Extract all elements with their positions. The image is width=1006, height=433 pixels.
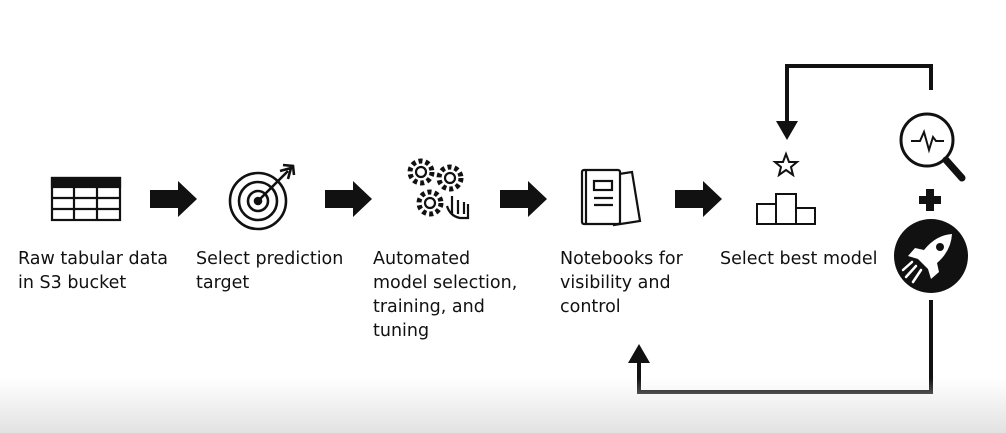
step-label-best-model: Select best model: [720, 249, 878, 269]
flow-arrow-1: [150, 181, 197, 217]
step-label-raw-data: Raw tabular data in S3 bucket: [18, 249, 168, 293]
loop-arrowhead-top: [776, 121, 798, 140]
gears-icon: [407, 158, 470, 220]
step-label-automated-selection: Automated model selection, training, and…: [373, 249, 518, 341]
monitor-magnifier-icon: [899, 112, 966, 182]
notebooks-icon: [580, 168, 642, 227]
table-icon: [50, 176, 122, 222]
step-label-notebooks: Notebooks for visibility and control: [560, 249, 683, 317]
flow-arrow-2: [325, 181, 372, 217]
feedback-loop-top: [785, 64, 933, 123]
flow-arrow-4: [675, 181, 722, 217]
rocket-icon: [894, 219, 968, 293]
loop-arrowhead-bottom: [628, 344, 650, 363]
plus-icon: [919, 189, 941, 211]
flow-arrow-3: [500, 181, 547, 217]
target-icon: [228, 163, 296, 231]
step-label-prediction-target: Select prediction target: [196, 249, 344, 293]
podium-star-icon: [756, 151, 816, 225]
bottom-fade: [0, 378, 1006, 433]
